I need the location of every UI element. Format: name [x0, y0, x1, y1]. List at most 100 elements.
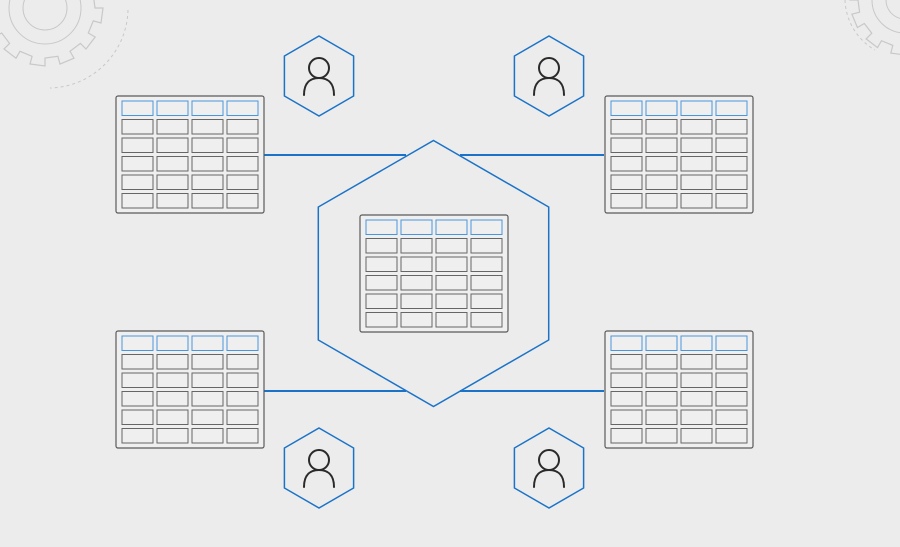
table-cell	[435, 312, 468, 328]
table-cell	[470, 275, 503, 291]
table-cell	[226, 137, 259, 153]
table-icon	[359, 214, 509, 333]
gear-icon	[849, 0, 900, 55]
table-cell	[191, 391, 224, 407]
table-cell	[365, 238, 398, 254]
table-header-cell	[680, 335, 713, 351]
table-cell	[121, 156, 154, 172]
user-hexagon	[283, 427, 355, 509]
table-cell	[645, 354, 678, 370]
center-hexagon-shape	[317, 139, 550, 408]
table-cell	[226, 156, 259, 172]
table-bottom-right	[604, 330, 754, 449]
table-header-cell	[191, 335, 224, 351]
table-cell	[645, 372, 678, 388]
table-cell	[156, 428, 189, 444]
table-bottom-left	[115, 330, 265, 449]
table-cell	[365, 312, 398, 328]
user-hexagon	[283, 35, 355, 117]
table-cell	[156, 156, 189, 172]
table-cell	[645, 119, 678, 135]
table-cell	[191, 119, 224, 135]
table-header-cell	[156, 335, 189, 351]
table-header-cell	[226, 335, 259, 351]
table-cell	[645, 137, 678, 153]
table-header-cell	[156, 100, 189, 116]
table-icon	[604, 330, 754, 449]
table-cell	[715, 372, 748, 388]
table-cell	[226, 174, 259, 190]
background-decor	[0, 0, 900, 89]
user-hexagon	[513, 35, 585, 117]
table-cell	[156, 193, 189, 209]
gear-icon	[0, 0, 104, 67]
table-cell	[680, 193, 713, 209]
table-cell	[121, 174, 154, 190]
table-cell	[400, 238, 433, 254]
table-top-left	[115, 95, 265, 214]
table-cell	[191, 354, 224, 370]
table-cell	[680, 156, 713, 172]
table-cell	[610, 137, 643, 153]
table-cell	[715, 428, 748, 444]
table-center	[359, 214, 509, 333]
table-cell	[191, 174, 224, 190]
table-cell	[191, 156, 224, 172]
table-cell	[400, 293, 433, 309]
table-cell	[191, 428, 224, 444]
table-cell	[645, 174, 678, 190]
table-header-cell	[400, 219, 433, 235]
table-cell	[645, 391, 678, 407]
table-cell	[121, 137, 154, 153]
table-cell	[156, 372, 189, 388]
table-cell	[680, 174, 713, 190]
table-cell	[610, 119, 643, 135]
table-cell	[610, 428, 643, 444]
table-cell	[610, 391, 643, 407]
table-cell	[680, 428, 713, 444]
table-cell	[680, 354, 713, 370]
table-cell	[400, 256, 433, 272]
table-header-cell	[121, 335, 154, 351]
table-cell	[680, 409, 713, 425]
table-cell	[715, 137, 748, 153]
table-cell	[121, 354, 154, 370]
table-cell	[715, 391, 748, 407]
table-header-cell	[365, 219, 398, 235]
table-cell	[226, 409, 259, 425]
table-cell	[156, 409, 189, 425]
user-top-right	[513, 35, 585, 117]
table-cell	[715, 119, 748, 135]
table-cell	[680, 391, 713, 407]
table-cell	[470, 238, 503, 254]
table-cell	[400, 312, 433, 328]
table-cell	[121, 119, 154, 135]
table-cell	[610, 174, 643, 190]
table-cell	[680, 137, 713, 153]
users	[283, 35, 585, 509]
user-icon	[303, 57, 335, 96]
table-cell	[645, 409, 678, 425]
table-cell	[156, 174, 189, 190]
table-cell	[191, 137, 224, 153]
table-cell	[226, 391, 259, 407]
user-top-left	[283, 35, 355, 117]
table-icon	[604, 95, 754, 214]
table-cell	[645, 193, 678, 209]
table-cell	[121, 372, 154, 388]
table-cell	[226, 372, 259, 388]
table-cell	[470, 312, 503, 328]
table-cell	[610, 354, 643, 370]
tables	[115, 95, 754, 449]
table-icon	[115, 330, 265, 449]
table-cell	[610, 156, 643, 172]
table-cell	[191, 409, 224, 425]
user-bottom-right	[513, 427, 585, 509]
table-header-cell	[470, 219, 503, 235]
table-cell	[645, 156, 678, 172]
table-cell	[715, 354, 748, 370]
table-header-cell	[645, 100, 678, 116]
table-cell	[435, 256, 468, 272]
table-cell	[435, 275, 468, 291]
